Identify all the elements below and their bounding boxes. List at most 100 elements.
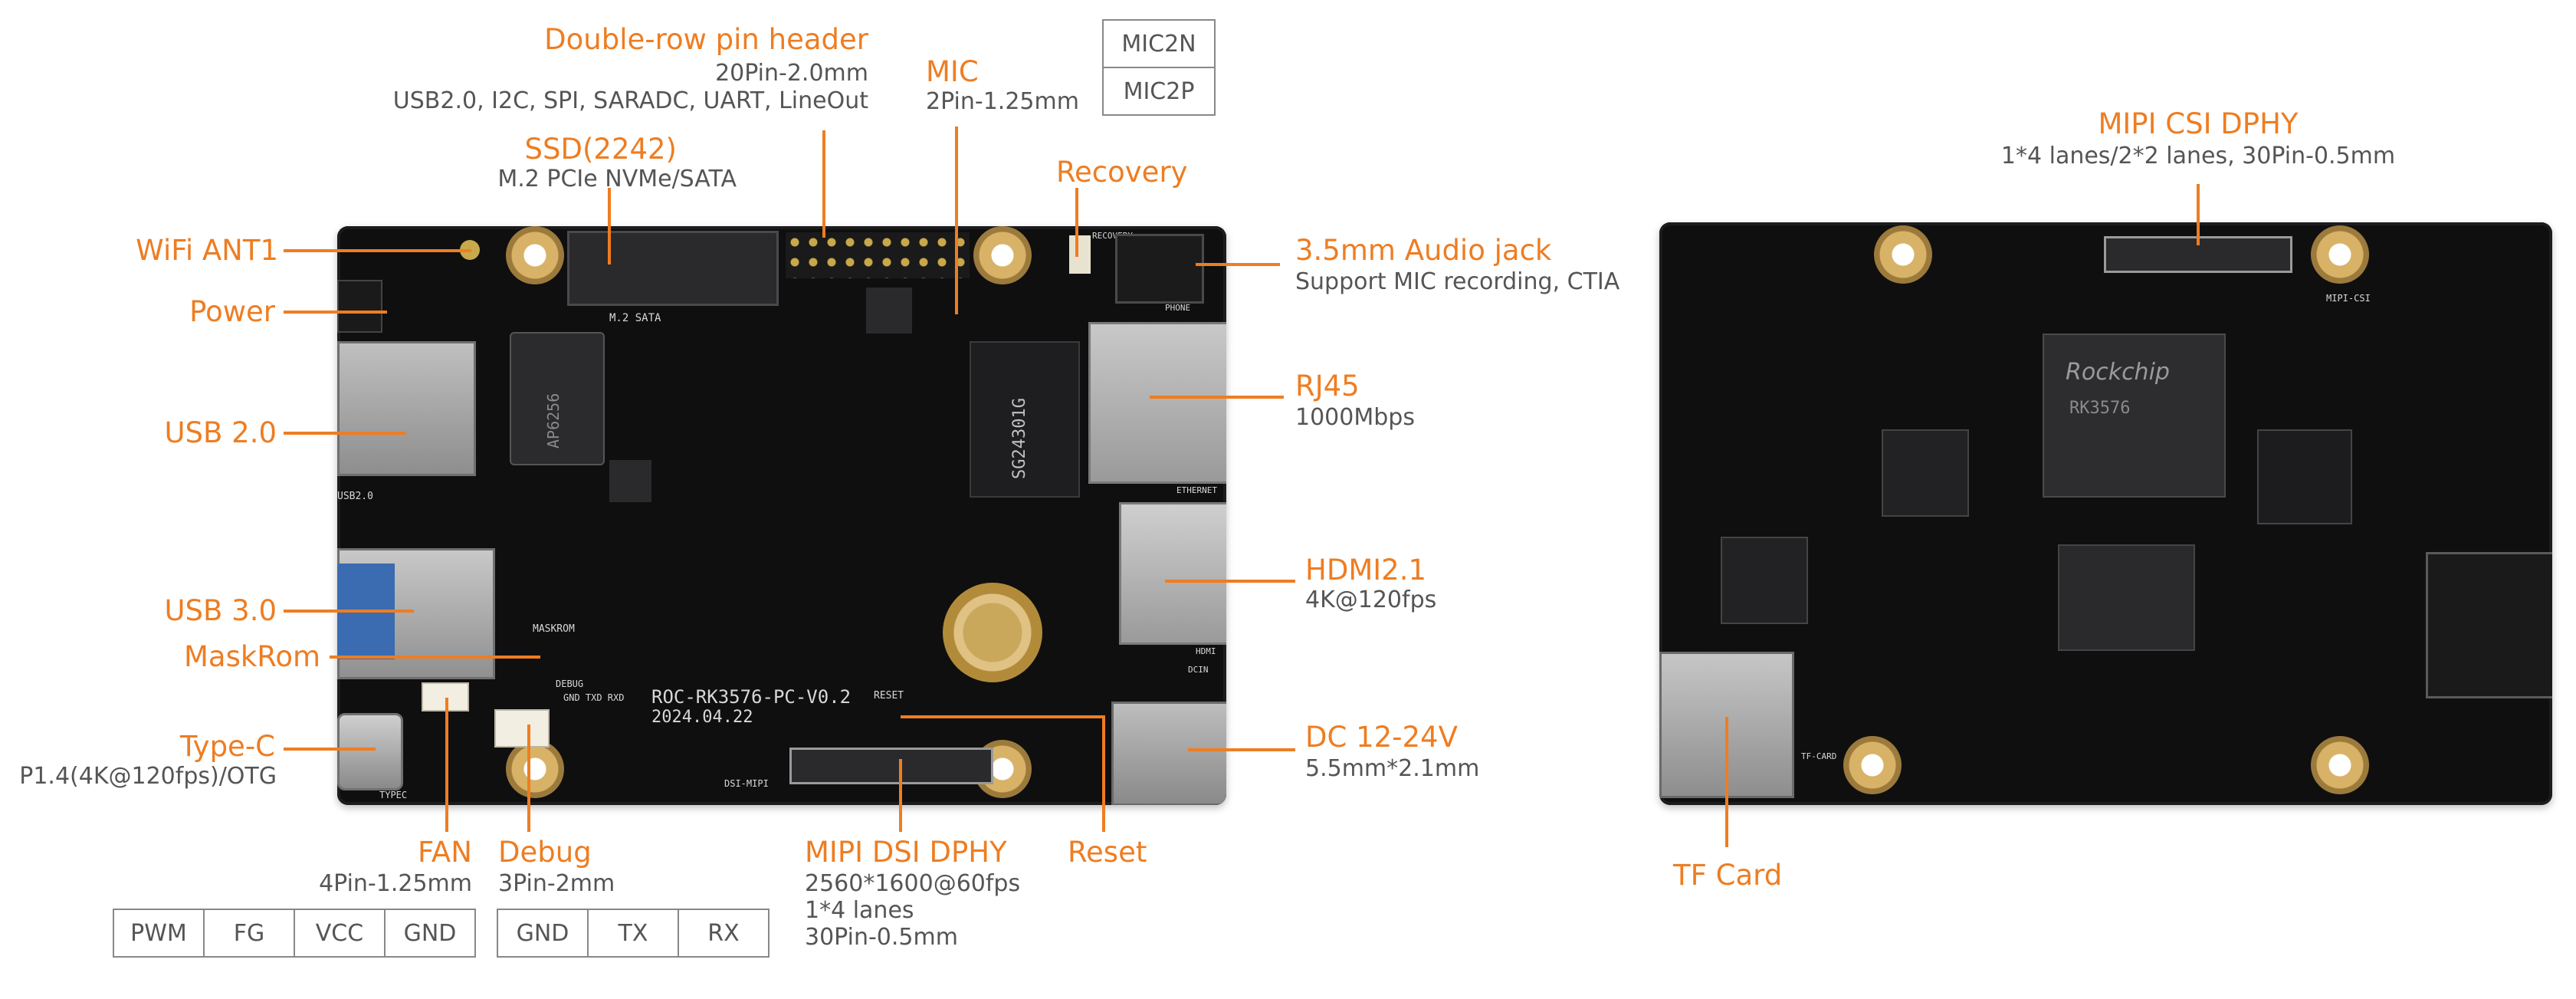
leader-reset <box>901 715 1105 832</box>
dc-jack <box>1111 702 1226 805</box>
csi-sub: 1*4 lanes/2*2 lanes, 30Pin-0.5mm <box>2000 143 2396 169</box>
m2-slot <box>567 231 779 306</box>
debug-title: Debug <box>498 836 592 869</box>
silk-hdmi: HDMI <box>1196 646 1216 656</box>
silk-dsi: DSI-MIPI <box>724 778 769 789</box>
back-hole-tr <box>2311 225 2369 284</box>
reset-title: Reset <box>1068 836 1147 869</box>
mic-sub: 2Pin-1.25mm <box>926 88 1079 115</box>
mount-hole-bl <box>506 740 564 798</box>
mic-pin-2: MIC2P <box>1123 77 1195 105</box>
mount-hole-tr <box>973 226 1032 284</box>
board-back: MIPI-CSI Rockchip RK3576 TF-CARD <box>1659 222 2552 805</box>
silk-debug: DEBUG <box>556 679 584 689</box>
audio-sub: Support MIC recording, CTIA <box>1295 268 1620 295</box>
silk-maskrom: MASKROM <box>533 623 575 635</box>
audio-jack <box>1115 234 1204 304</box>
typec-port <box>337 713 403 790</box>
dc-title: DC 12-24V <box>1305 721 1458 754</box>
silk-phone: PHONE <box>1165 303 1191 313</box>
back-usb-shell <box>2426 552 2552 698</box>
wifi-title: WiFi ANT1 <box>136 234 278 267</box>
fan-pin-table: PWM FG VCC GND <box>113 909 476 958</box>
silk-dcin: DCIN <box>1188 665 1209 675</box>
mic-title: MIC <box>926 55 979 88</box>
debug-pin-table: GND TX RX <box>497 909 770 958</box>
silk-typec: TYPEC <box>379 790 408 800</box>
back-hole-bl <box>1843 736 1902 794</box>
back-hole-tl <box>1874 225 1932 284</box>
debug-pin-2: TX <box>589 910 679 956</box>
fan-pin-1: PWM <box>114 910 205 956</box>
soc-brand: Rockchip <box>2066 359 2170 386</box>
pin-header-line1: 20Pin-2.0mm <box>715 60 868 87</box>
dsi-line2: 1*4 lanes <box>805 897 914 924</box>
dc-sub: 5.5mm*2.1mm <box>1305 755 1480 782</box>
fan-pin-3: VCC <box>295 910 386 956</box>
rj45-port <box>1088 322 1226 484</box>
recovery-title: Recovery <box>1056 156 1188 189</box>
silk-date: 2024.04.22 <box>651 708 753 727</box>
dsi-connector <box>789 748 993 784</box>
rj45-title: RJ45 <box>1295 370 1360 403</box>
silk-ethernet: ETHERNET <box>1176 485 1217 495</box>
fan-sub: 4Pin-1.25mm <box>319 870 472 897</box>
mic-pin-1: MIC2N <box>1104 21 1214 68</box>
fan-pin-4: GND <box>403 919 457 947</box>
ram-chip <box>2058 544 2195 651</box>
pin-header-title: Double-row pin header <box>544 23 868 56</box>
silk-tf-card: TF-CARD <box>1801 751 1837 761</box>
power-title: Power <box>189 295 275 328</box>
dsi-title: MIPI DSI DPHY <box>805 836 1007 869</box>
audio-title: 3.5mm Audio jack <box>1295 234 1552 267</box>
recovery-button <box>1069 235 1091 274</box>
ic-small-1 <box>866 288 912 334</box>
tf-title: TF Card <box>1673 859 1783 892</box>
dsi-line1: 2560*1600@60fps <box>805 870 1021 897</box>
emmc-chip <box>2257 429 2352 524</box>
silk-board-name: ROC-RK3576-PC-V0.2 <box>651 686 852 708</box>
debug-pin-3: RX <box>707 919 740 947</box>
ssd-title: SSD(2242) <box>524 133 678 166</box>
back-hole-br <box>2311 736 2369 794</box>
csi-title: MIPI CSI DPHY <box>2098 107 2299 140</box>
ssd-sub: M.2 PCIe NVMe/SATA <box>497 166 737 192</box>
soc-chip <box>2043 334 2226 498</box>
debug-pin-1: GND <box>498 910 589 956</box>
mount-hole-tl <box>506 226 564 284</box>
ethernet-chip <box>970 341 1080 498</box>
usb3-title: USB 3.0 <box>164 594 277 627</box>
pin-header-line2: USB2.0, I2C, SPI, SARADC, UART, LineOut <box>392 87 868 114</box>
debug-sub: 3Pin-2mm <box>498 870 615 897</box>
hdmi-title: HDMI2.1 <box>1305 554 1426 587</box>
silk-usb2: USB2.0 <box>337 491 373 502</box>
maskrom-title: MaskRom <box>183 640 320 673</box>
typec-sub: P1.4(4K@120fps)/OTG <box>19 763 277 790</box>
usb2-port <box>337 341 476 476</box>
board-front: M.2 SATA AP6256 SG24301G USB2.0 MASKROM … <box>337 226 1226 805</box>
wifi-module <box>510 332 605 465</box>
mic-pin-table: MIC2N MIC2P <box>1102 19 1216 116</box>
power-switch <box>337 280 382 333</box>
pin-header <box>786 232 970 278</box>
rtc-battery <box>943 583 1042 682</box>
silk-m2: M.2 SATA <box>609 312 661 324</box>
silk-mipi-csi: MIPI-CSI <box>2326 293 2371 304</box>
pmic-chip <box>1882 429 1969 517</box>
hdmi-sub: 4K@120fps <box>1305 587 1437 613</box>
dsi-line3: 30Pin-0.5mm <box>805 924 958 951</box>
typec-title: Type-C <box>179 730 275 763</box>
fan-pin-2: FG <box>205 910 295 956</box>
silk-reset: RESET <box>874 690 904 702</box>
fan-title: FAN <box>418 836 472 869</box>
soc-model: RK3576 <box>2069 399 2131 418</box>
ic-back-1 <box>1721 537 1808 624</box>
hdmi-port <box>1119 502 1226 645</box>
rj45-sub: 1000Mbps <box>1295 404 1415 431</box>
debug-connector <box>494 709 550 748</box>
usb2-title: USB 2.0 <box>164 416 277 449</box>
silk-gnd-txd-rxd: GND TXD RXD <box>563 692 625 703</box>
ic-small-2 <box>609 460 651 502</box>
